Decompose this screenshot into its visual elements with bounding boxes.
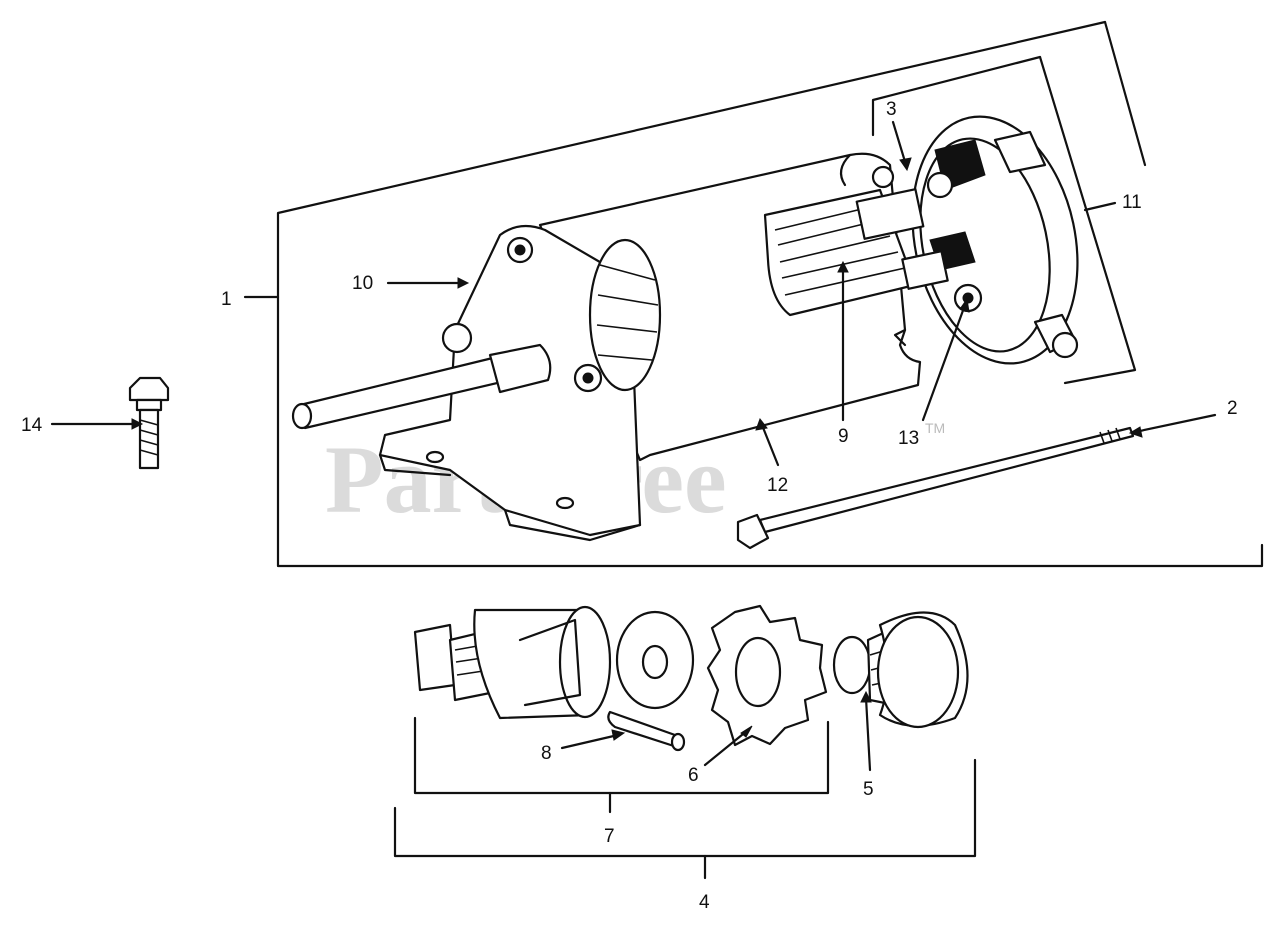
callout-2: 2: [1227, 398, 1238, 419]
hex-bolt: [128, 376, 170, 470]
assembly-bracket-1: [276, 20, 1264, 568]
assembly-bracket-4: [393, 758, 977, 880]
drive-nut-spring: [413, 605, 612, 720]
callout-12: 12: [767, 475, 788, 496]
callout-6: 6: [688, 765, 699, 786]
assembly-bracket-11: [871, 20, 1147, 385]
watermark-trademark: TM: [925, 420, 945, 436]
callout-10: 10: [352, 273, 373, 294]
callout-4: 4: [699, 892, 710, 913]
assembly-bracket-7: [413, 716, 830, 814]
callout-3: 3: [886, 99, 897, 120]
leader-arrowheads: [131, 157, 1143, 741]
callout-9: 9: [838, 426, 849, 447]
callout-8: 8: [541, 743, 552, 764]
through-bolt: [736, 426, 1135, 550]
end-cap: [855, 115, 1079, 365]
roll-pin: [607, 710, 686, 752]
leader-lines: [50, 120, 1217, 772]
callout-7: 7: [604, 826, 615, 847]
callout-5: 5: [863, 779, 874, 800]
callout-1: 1: [221, 289, 232, 310]
callout-11: 11: [1122, 192, 1142, 213]
armature-shaft: [291, 343, 552, 430]
callout-14: 14: [21, 415, 43, 436]
callout-13: 13: [898, 428, 919, 449]
pinion-gear: [706, 604, 828, 747]
anti-drift-spring-retainer: [832, 611, 969, 729]
thrust-washer: [615, 610, 695, 710]
